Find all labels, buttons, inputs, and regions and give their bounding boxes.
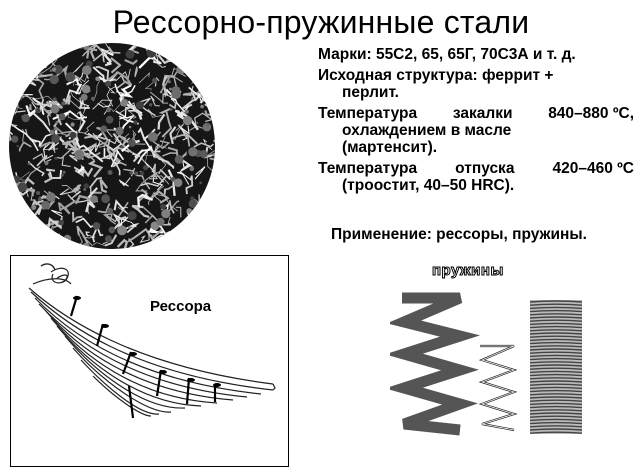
microstructure-image [9,43,215,249]
quench-item: Температура закалки 840–880 ºС, охлажден… [318,105,634,156]
coil-springs-drawing [390,292,583,436]
springs-label: пружины [432,262,504,280]
application-line: Применение: рессоры, пружины. [331,226,587,243]
leaf-spring-label: Рессора [150,298,212,315]
page-title: Рессорно-пружинные стали [112,4,530,40]
light-coil-spring [478,344,518,432]
properties-block: Марки: 55С2, 65, 65Г, 70С3А и т. д. Исхо… [318,46,634,198]
structure-item: Исходная структура: феррит + перлит. [318,67,554,101]
heavy-coil-spring [390,292,481,436]
leaf-spring-figure: Рессора [10,255,289,467]
temper-item: Температура отпуска 420–460 ºС (троостит… [318,160,634,194]
tight-coil-spring [529,300,583,434]
grades-line: Марки: 55С2, 65, 65Г, 70С3А и т. д. [318,46,576,63]
leaf-spring-drawing [28,263,276,419]
